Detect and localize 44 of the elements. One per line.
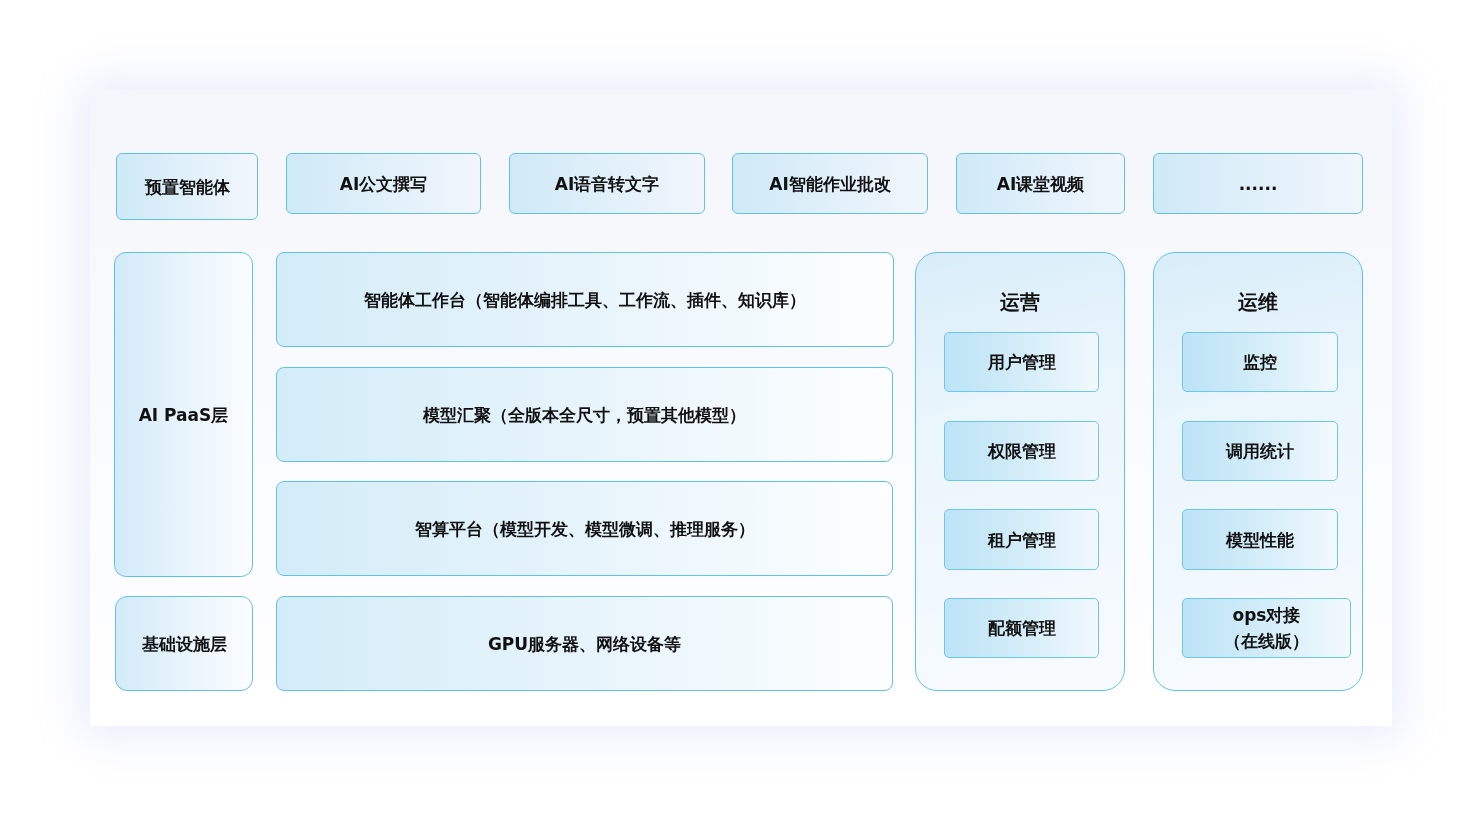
function-box [1182, 509, 1338, 570]
app-label: AI课堂视频 [996, 172, 1085, 196]
function-label: 配额管理 [987, 617, 1056, 640]
module-label: GPU服务器、网络设备等 [487, 632, 682, 656]
column-heading: 运维 [1238, 289, 1278, 315]
function-label: 调用统计 [1226, 440, 1294, 463]
app-label: AI公文撰写 [339, 172, 428, 196]
app-label: ...... [1238, 172, 1278, 196]
function-label: ops对接（在线版） [1223, 604, 1310, 653]
function-box [944, 332, 1099, 392]
function-box [1182, 421, 1338, 481]
module-label: 模型汇聚（全版本全尺寸，预置其他模型） [423, 403, 746, 427]
module-box [276, 596, 893, 691]
app-box [1153, 153, 1363, 214]
function-box [944, 598, 1099, 658]
app-label: AI语音转文字 [554, 172, 660, 196]
app-box [732, 153, 928, 214]
module-label: 智算平台（模型开发、模型微调、推理服务） [414, 517, 755, 541]
module-label: 智能体工作台（智能体编排工具、工作流、插件、知识库） [364, 288, 806, 312]
layer-label: AI PaaS层 [138, 403, 229, 427]
module-box [276, 367, 893, 462]
column-panel [915, 252, 1125, 691]
function-box [1182, 598, 1351, 658]
app-box [116, 153, 258, 220]
module-box [276, 481, 893, 576]
layer-label: 基础设施层 [141, 632, 227, 656]
function-label: 模型性能 [1226, 528, 1294, 552]
function-label: 监控 [1243, 351, 1277, 374]
app-box [286, 153, 481, 214]
function-label: 用户管理 [987, 351, 1056, 374]
app-box [956, 153, 1125, 214]
function-box [1182, 332, 1338, 392]
app-label: 预置智能体 [144, 175, 230, 199]
function-box [944, 509, 1099, 570]
app-label: AI智能作业批改 [769, 172, 891, 196]
column-heading: 运营 [1000, 289, 1040, 315]
module-box [276, 252, 894, 347]
layer-box [114, 252, 253, 577]
function-label: 权限管理 [987, 440, 1056, 463]
app-box [509, 153, 705, 214]
layer-box [115, 596, 253, 691]
function-box [944, 421, 1099, 481]
column-panel [1153, 252, 1363, 691]
function-label: 租户管理 [987, 528, 1056, 552]
